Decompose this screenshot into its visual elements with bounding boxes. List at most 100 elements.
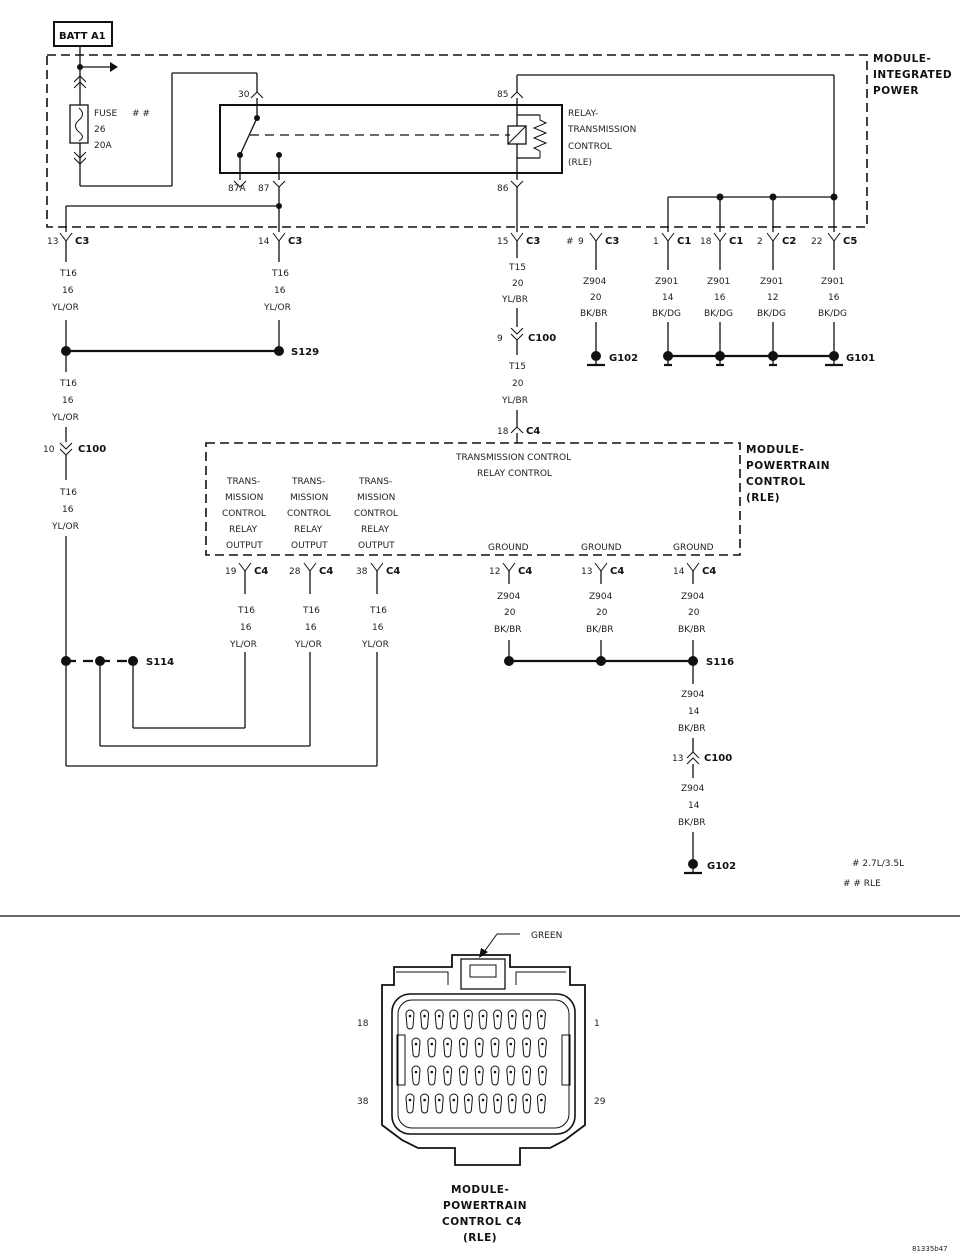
svg-text:BK/BR: BK/BR — [678, 724, 706, 734]
wire-label-z904b: Z904 20 BK/BR — [494, 592, 522, 635]
svg-text:YL/OR: YL/OR — [361, 640, 389, 650]
svg-text:14: 14 — [688, 801, 700, 811]
pin-cavity — [463, 1009, 473, 1030]
svg-text:C3: C3 — [526, 236, 540, 247]
pin-cavity — [522, 1037, 532, 1058]
svg-text:T15: T15 — [508, 362, 526, 372]
svg-text:BK/BR: BK/BR — [678, 625, 706, 635]
pin-cavity — [443, 1065, 453, 1086]
connector-c100-10: 10 C100 — [43, 442, 106, 456]
svg-text:FUSE: FUSE — [94, 109, 117, 119]
pin-contact — [430, 1070, 434, 1074]
wire-label-t16c: T16 16 YL/OR — [51, 379, 79, 423]
pin-contact — [541, 1070, 544, 1074]
svg-text:Z901: Z901 — [707, 277, 730, 287]
svg-text:MODULE-: MODULE- — [451, 1184, 509, 1196]
note-rle: # # RLE — [843, 879, 881, 889]
splice-s116: S116 — [706, 657, 734, 668]
svg-text:YL/OR: YL/OR — [51, 522, 79, 532]
pin-contact — [467, 1014, 470, 1018]
svg-text:12: 12 — [767, 293, 778, 303]
connector-c4-18: 18 C4 — [497, 426, 540, 437]
svg-text:CONTROL C4: CONTROL C4 — [442, 1216, 522, 1228]
pin-contact — [452, 1098, 456, 1102]
svg-text:CONTROL: CONTROL — [354, 509, 398, 519]
pin-cavity — [522, 1009, 532, 1030]
pin-contact — [481, 1098, 485, 1102]
svg-text:POWERTRAIN: POWERTRAIN — [443, 1200, 527, 1212]
connector-c4-28: 28 C4 — [289, 562, 333, 577]
pin-contact — [437, 1098, 441, 1102]
svg-text:Z904: Z904 — [681, 784, 705, 794]
pin-cavity — [405, 1009, 415, 1030]
wire-label-t16b: T16 16 YL/OR — [263, 269, 291, 313]
pin-cavity — [522, 1065, 532, 1086]
relay-pin-86: 86 — [497, 184, 509, 194]
splice-dot — [61, 346, 71, 356]
connector-c3-13: 13 C3 — [47, 232, 89, 247]
svg-text:26: 26 — [94, 125, 106, 135]
pin-contact — [446, 1070, 449, 1074]
pin-contact — [446, 1042, 449, 1046]
pin-cavity — [536, 1093, 546, 1114]
connector-c3-14: 14 C3 — [258, 232, 302, 247]
svg-text:Z904: Z904 — [497, 592, 521, 602]
pin-contact — [430, 1042, 434, 1046]
pin-cavity — [478, 1009, 488, 1030]
svg-text:T16: T16 — [59, 379, 77, 389]
svg-text:C100: C100 — [704, 753, 732, 764]
svg-text:TRANS-: TRANS- — [226, 477, 260, 487]
wire-label-z904d: Z904 20 BK/BR — [678, 592, 706, 635]
resistor-symbol — [532, 115, 548, 158]
relay-box — [219, 104, 563, 174]
svg-text:16: 16 — [240, 623, 252, 633]
pcm-ground-1: GROUND — [488, 543, 529, 553]
svg-text:BK/BR: BK/BR — [494, 625, 522, 635]
svg-text:CONTROL: CONTROL — [568, 142, 612, 152]
connector-c4-19: 19 C4 — [225, 562, 268, 577]
pin-contact — [509, 1070, 513, 1074]
fuse-label: FUSE 26 20A — [94, 109, 117, 151]
svg-text:16: 16 — [62, 396, 74, 406]
module-pcm-title: MODULE- POWERTRAIN CONTROL (RLE) — [746, 444, 830, 504]
pin-cavity — [443, 1037, 453, 1058]
svg-text:BK/DG: BK/DG — [704, 309, 733, 319]
connector-c4-13: 13 C4 — [581, 562, 624, 577]
svg-text:16: 16 — [372, 623, 384, 633]
pin-cavity — [420, 1009, 430, 1030]
svg-text:Z901: Z901 — [821, 277, 844, 287]
pin-contact — [541, 1042, 544, 1046]
svg-text:MODULE-: MODULE- — [746, 444, 804, 456]
pin-cavity — [458, 1065, 468, 1086]
pin-contact — [408, 1098, 412, 1102]
wire-label-t16f: T16 16 YL/OR — [294, 606, 322, 650]
svg-text:14: 14 — [688, 707, 700, 717]
svg-text:TRANS-: TRANS- — [358, 477, 392, 487]
svg-text:16: 16 — [828, 293, 840, 303]
pcm-output-2: TRANS- MISSION CONTROL RELAY OUTPUT — [287, 477, 331, 551]
pin-cavity — [490, 1037, 500, 1058]
connector-title: MODULE- POWERTRAIN CONTROL C4 (RLE) — [442, 1184, 527, 1244]
svg-text:Z904: Z904 — [583, 277, 607, 287]
svg-text:YL/BR: YL/BR — [501, 295, 528, 305]
pin-contact — [493, 1070, 497, 1074]
pin-cavity — [474, 1065, 484, 1086]
svg-text:13: 13 — [47, 237, 58, 247]
svg-text:RELAY: RELAY — [361, 525, 390, 535]
pin-contact — [477, 1042, 481, 1046]
pin-cavity — [434, 1009, 444, 1030]
svg-text:MODULE-: MODULE- — [873, 53, 931, 65]
pin-cavity — [493, 1009, 503, 1030]
pcm-ground-2: GROUND — [581, 543, 622, 553]
note-engine: # 2.7L/3.5L — [852, 859, 904, 869]
pin-cavity — [537, 1037, 547, 1058]
svg-text:14: 14 — [673, 567, 685, 577]
svg-text:16: 16 — [714, 293, 726, 303]
svg-text:C3: C3 — [75, 236, 89, 247]
pin-cavity — [478, 1093, 488, 1114]
svg-text:20: 20 — [512, 379, 524, 389]
relay-pin-85: 85 — [497, 90, 508, 100]
connector-c1-18: 18 C1 — [700, 232, 743, 247]
svg-text:C4: C4 — [319, 566, 333, 577]
batt-label: BATT A1 — [59, 31, 106, 42]
